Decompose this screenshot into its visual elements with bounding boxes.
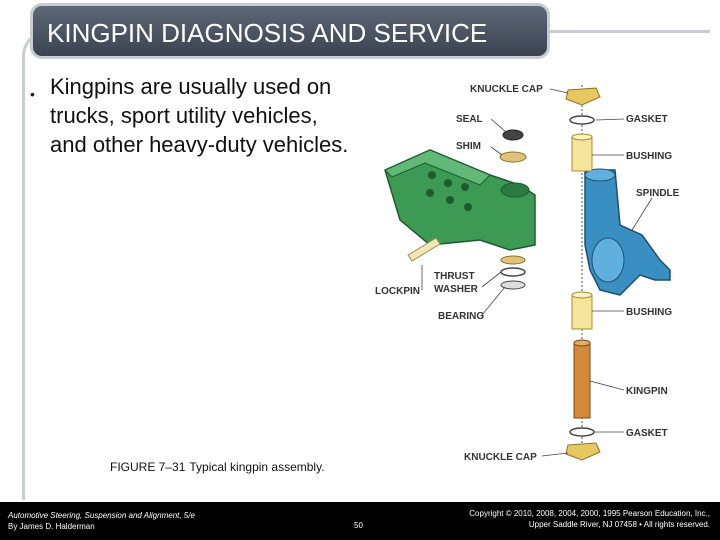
thrust-washer-part [500,255,526,265]
label-knuckle-cap-top: KNUCKLE CAP [470,84,543,95]
footer-page-number: 50 [354,521,363,530]
bearing-part [500,280,526,290]
title-bar: KINGPIN DIAGNOSIS AND SERVICE [30,3,550,59]
label-bushing-bottom: BUSHING [626,307,672,318]
footer-bar: Automotive Steering, Suspension and Alig… [0,502,720,540]
label-bearing: BEARING [438,311,484,322]
bullet-text: Kingpins are usually used on trucks, spo… [50,74,349,157]
spindle-part [584,168,671,296]
footer-copyright-line1: Copyright © 2010, 2008, 2004, 2000, 1995… [469,509,710,518]
lockpin-part [407,237,441,262]
bushing-bottom-part [571,291,593,330]
footer-author: By James D. Halderman [8,522,95,531]
label-kingpin: KINGPIN [626,386,668,397]
label-spindle: SPINDLE [636,188,680,199]
washer-part [500,267,526,277]
bushing-top-part [571,133,593,172]
gasket-top-part [569,115,595,125]
bullet-marker: • [30,86,35,102]
label-shim: SHIM [456,141,481,152]
footer-left: Automotive Steering, Suspension and Alig… [8,510,195,532]
seal-part [502,129,524,141]
label-lockpin: LOCKPIN [375,286,420,297]
kingpin-assembly-diagram: KNUCKLE CAP SEAL GASKET SHIM BUSHING SPI… [375,84,680,463]
label-gasket-top: GASKET [626,114,668,125]
caption-label: FIGURE 7–31 [110,460,186,474]
gasket-bottom-part [569,427,595,437]
axle-beam [384,149,536,251]
label-knuckle-cap-bottom: KNUCKLE CAP [464,452,537,463]
knuckle-cap-top-part [565,87,601,106]
label-washer: WASHER [434,284,479,295]
caption-text: Typical kingpin assembly. [189,460,325,474]
knuckle-cap-bottom-part [565,442,601,461]
label-seal: SEAL [456,114,483,125]
kingpin-part [573,339,591,419]
label-thrust: THRUST [434,271,475,282]
label-bushing-top: BUSHING [626,151,672,162]
slide-title: KINGPIN DIAGNOSIS AND SERVICE [47,18,488,48]
shim-part [499,151,527,163]
footer-right: Copyright © 2010, 2008, 2004, 2000, 1995… [469,508,710,530]
footer-book-title: Automotive Steering, Suspension and Alig… [8,511,195,520]
footer-copyright-line2: Upper Saddle River, NJ 07458 • All right… [528,520,710,529]
label-gasket-bottom: GASKET [626,428,668,439]
